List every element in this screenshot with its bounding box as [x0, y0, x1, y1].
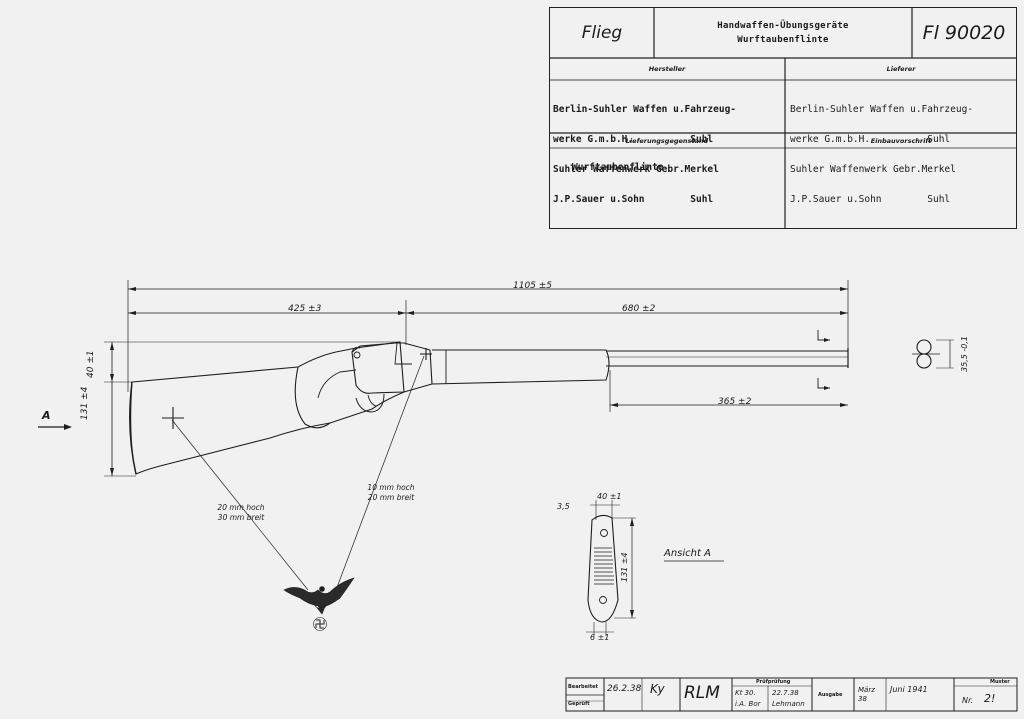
- header-hersteller: Hersteller: [648, 65, 686, 73]
- bottom-nr-value: 2!: [984, 692, 996, 705]
- note-right: 10 mm hoch 20 mm breit: [356, 483, 426, 503]
- dim-view-a-height: 131 ±4: [620, 552, 629, 582]
- bottom-ausgabe-label: Ausgabe: [818, 692, 843, 698]
- stock-outline: [130, 341, 405, 475]
- ansicht-a-label: Ansicht A: [664, 548, 711, 559]
- bottom-nr-label: Nr.: [962, 696, 974, 705]
- dim-view-a-top-left: 3,5: [557, 502, 570, 511]
- bore-circle-bottom: [916, 353, 932, 369]
- title-center: Handwaffen-Übungsgeräte Wurftaubenflinte: [654, 8, 912, 58]
- bottom-pruefung-label: Prüfprüfung: [756, 679, 791, 685]
- lieferer-block: Berlin-Suhler Waffen u.Fahrzeug- werke G…: [790, 85, 1015, 225]
- dim-height-total: 131 ±4: [80, 386, 90, 420]
- lieferer-line: werke G.m.b.H. Suhl: [790, 134, 951, 145]
- dim-height-top: 40 ±1: [86, 350, 96, 378]
- view-a-buttplate: [587, 514, 619, 623]
- hersteller-line: werke G.m.b.H. Suhl: [553, 134, 714, 145]
- dim-fore: 365 ±2: [718, 397, 752, 407]
- note-left: 20 mm hoch 30 mm breit: [206, 503, 276, 523]
- bottom-pruefung-b: i.A. Bor: [735, 700, 761, 708]
- receiver: [351, 342, 433, 394]
- title-flieg: Flieg: [581, 23, 623, 43]
- bottom-juni: Juni 1941: [890, 685, 928, 694]
- lieferer-line: Suhler Waffenwerk Gebr.Merkel: [790, 164, 956, 175]
- hersteller-block: Berlin-Suhler Waffen u.Fahrzeug- werke G…: [553, 85, 783, 225]
- bottom-muster-label: Muster: [990, 679, 1010, 685]
- header-lieferungsgegenstand: Lieferungsgegenstand: [625, 137, 709, 145]
- eagle-emblem: [283, 577, 355, 631]
- dim-view-a-top-right: 40 ±1: [597, 492, 622, 501]
- trigger-guard: [355, 393, 385, 413]
- note-right-line1: 10 mm hoch: [367, 483, 415, 492]
- lieferer-line: J.P.Sauer u.Sohn Suhl: [790, 194, 951, 205]
- note-left-line1: 20 mm hoch: [217, 503, 265, 512]
- hersteller-line: Suhler Waffenwerk Gebr.Merkel: [553, 164, 719, 175]
- bottom-pruefung-c: 22.7.38: [772, 689, 799, 697]
- dim-view-a-bottom: 6 ±1: [590, 633, 610, 642]
- view-arrow-label: A: [42, 409, 51, 422]
- dim-bore: 35,5 -0,1: [960, 336, 969, 372]
- bottom-row2-label: Geprüft: [568, 701, 590, 707]
- lieferer-line: Berlin-Suhler Waffen u.Fahrzeug-: [790, 104, 974, 115]
- bottom-march: März 38: [858, 686, 875, 703]
- lieferungsgegenstand-value: Wurftaubenflinte: [572, 162, 664, 173]
- dim-barrel: 680 ±2: [622, 304, 656, 314]
- title-block: [549, 7, 1017, 229]
- bottom-initials: Ky: [650, 682, 665, 696]
- bottom-pruefung-d: Lehmann: [772, 700, 805, 708]
- title-center-line2: Wurftaubenflinte: [737, 35, 829, 45]
- title-center-line1: Handwaffen-Übungsgeräte: [717, 21, 849, 31]
- bottom-rlm: RLM: [684, 683, 720, 703]
- hersteller-line: J.P.Sauer u.Sohn Suhl: [553, 194, 714, 205]
- bottom-row1-label: Bearbeitet: [568, 684, 598, 690]
- bottom-date: 26.2.38: [607, 684, 642, 694]
- dim-overall: 1105 ±5: [513, 281, 553, 291]
- header-lieferer: Lieferer: [886, 65, 916, 73]
- bottom-pruefung-a: Kt 30.: [735, 689, 756, 697]
- bore-circle-top: [916, 339, 932, 355]
- bottom-strip: [565, 677, 1018, 712]
- drawing-number: Fl 90020: [922, 22, 1006, 44]
- note-right-line2: 20 mm breit: [367, 493, 415, 502]
- header-einbauvorschrift: Einbauvorschrift: [870, 137, 932, 145]
- dim-stock: 425 ±3: [288, 304, 322, 314]
- hersteller-line: Berlin-Suhler Waffen u.Fahrzeug-: [553, 104, 737, 115]
- note-left-line2: 30 mm breit: [217, 513, 265, 522]
- forend: [431, 349, 610, 385]
